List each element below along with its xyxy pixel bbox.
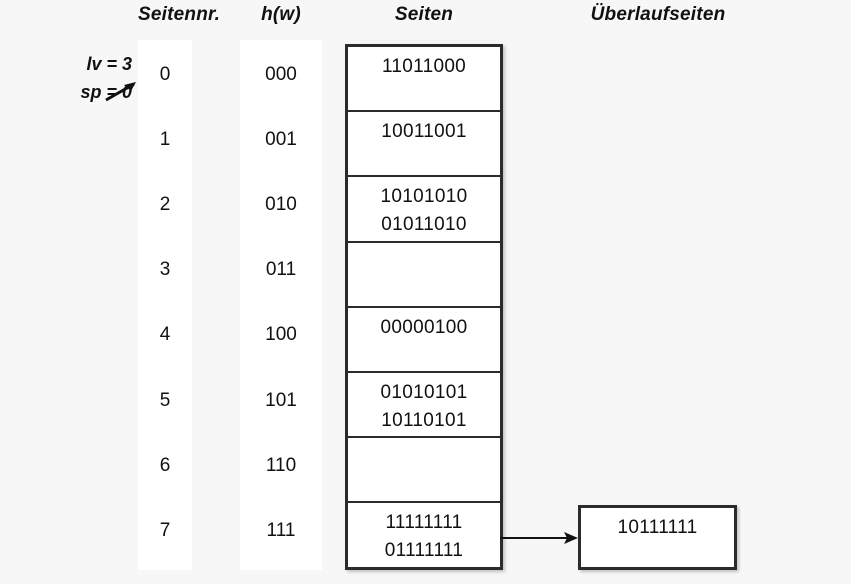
page-row <box>348 243 500 308</box>
state-annotation: lv = 3 sp = 0 <box>36 50 132 106</box>
page-record: 00000100 <box>380 316 468 338</box>
page-record: 10101010 <box>380 186 468 208</box>
page-row <box>348 438 500 504</box>
page-number-cell: 1 <box>159 128 171 150</box>
page-number-cell: 4 <box>159 324 171 346</box>
page-row: 00000100 <box>348 308 500 373</box>
annotation-level-value: lv = 3 <box>86 54 132 74</box>
page-row: 01010101 10110101 <box>348 373 500 439</box>
annotation-split-pointer-value: sp = 0 <box>80 82 132 102</box>
page-number-cell: 5 <box>159 389 171 411</box>
arrow-right-icon <box>500 532 578 544</box>
hash-cell: 010 <box>265 193 297 215</box>
page-record: 01011010 <box>381 214 467 236</box>
hash-cell: 111 <box>266 519 296 541</box>
page-number-column: 0 1 2 3 4 5 6 7 <box>138 40 192 570</box>
page-number-cell: 3 <box>159 259 171 281</box>
page-number-cell: 2 <box>159 193 171 215</box>
arrow-up-right-icon <box>105 82 136 102</box>
hash-cell: 001 <box>265 128 297 150</box>
pages-table: 11011000 10011001 10101010 01011010 00000100… <box>345 44 503 570</box>
page-number-cell: 6 <box>159 454 171 476</box>
overflow-page-box: 10111111 <box>578 505 737 570</box>
hash-cell: 000 <box>265 63 297 85</box>
column-header-overflow-pages: Überlaufseiten <box>590 4 726 25</box>
hash-cell: 101 <box>265 389 297 411</box>
page-number-cell: 0 <box>159 63 171 85</box>
hash-cell: 100 <box>265 324 297 346</box>
hash-cell: 011 <box>265 259 297 281</box>
column-header-hash: h(w) <box>261 4 301 25</box>
overflow-record: 10111111 <box>617 517 698 538</box>
page-record: 11011000 <box>381 56 467 77</box>
page-row: 10011001 <box>348 112 500 178</box>
page-record: 10011001 <box>381 121 467 143</box>
page-record: 01111111 <box>384 540 464 562</box>
page-row: 11011000 <box>348 47 500 113</box>
column-header-page-number: Seitennr. <box>138 4 221 25</box>
page-record: 10110101 <box>381 410 467 431</box>
page-row: 11111111 01111111 <box>348 503 500 568</box>
page-number-cell: 7 <box>159 519 171 541</box>
page-row: 10101010 01011010 <box>348 177 500 243</box>
page-record: 01010101 <box>380 382 468 403</box>
hash-column: 000 001 010 011 100 101 110 111 <box>240 40 322 570</box>
hash-cell: 110 <box>265 454 297 476</box>
column-header-pages: Seiten <box>394 4 454 25</box>
page-record: 11111111 <box>385 512 463 534</box>
